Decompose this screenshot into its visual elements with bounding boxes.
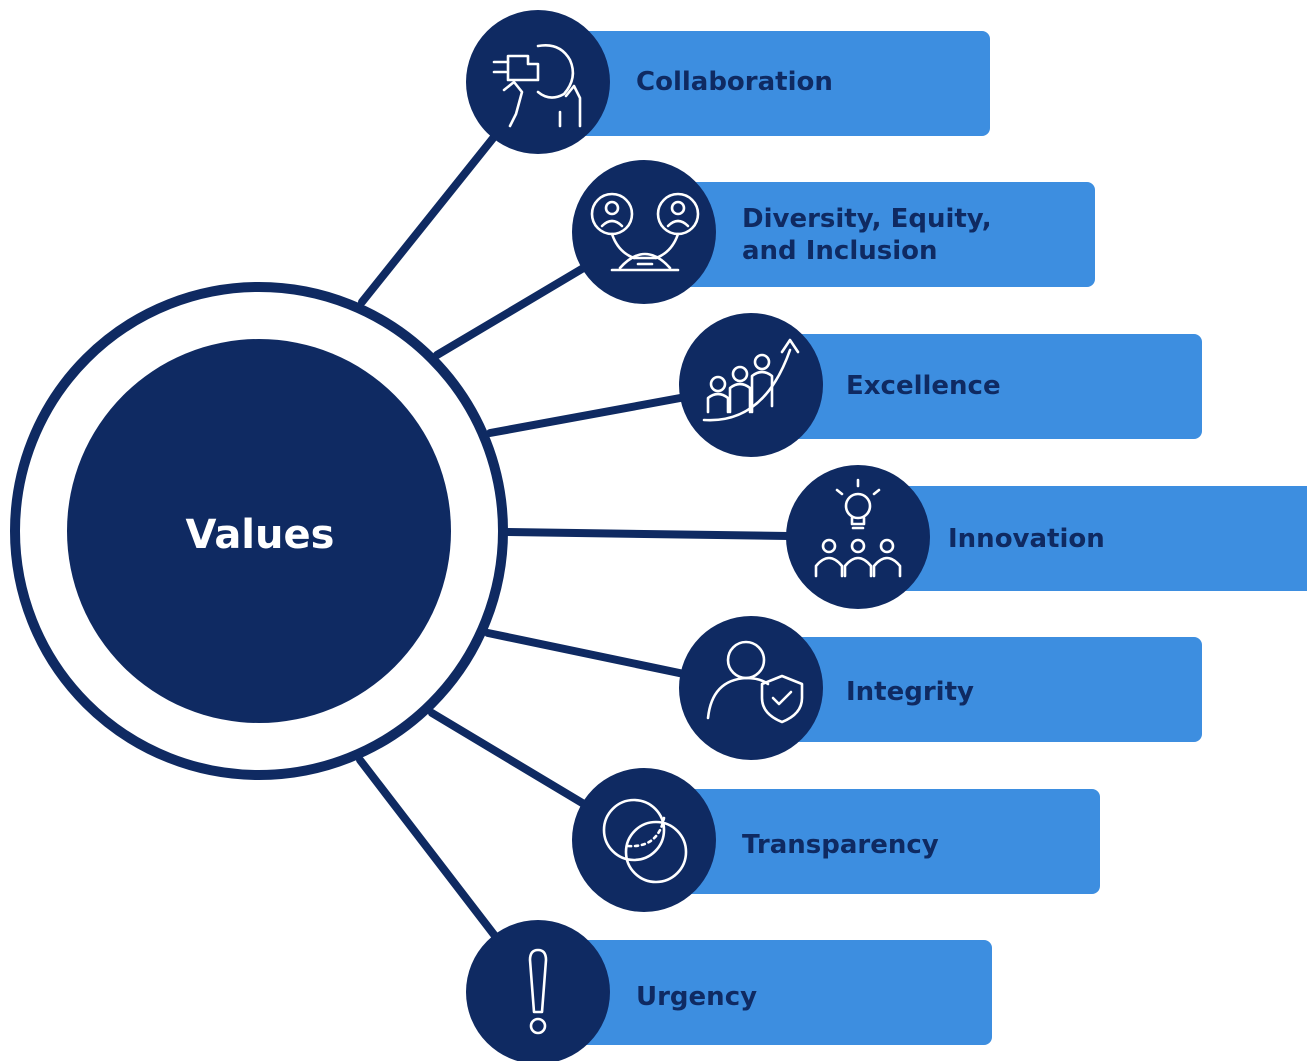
- node-diversity: [572, 160, 716, 304]
- urgency-icon: [528, 948, 548, 1035]
- value-label-excellence: Excellence: [846, 371, 1001, 401]
- node-innovation: [786, 465, 930, 609]
- node-collaboration: [466, 10, 610, 154]
- bar-collaboration: [560, 31, 990, 136]
- bar-innovation: [879, 486, 1307, 591]
- bar-excellence: [772, 334, 1202, 439]
- node-integrity: [679, 616, 823, 760]
- value-label-collaboration: Collaboration: [636, 67, 833, 97]
- integrity-icon: [706, 640, 804, 724]
- value-label-innovation: Innovation: [948, 524, 1105, 554]
- value-label-transparency: Transparency: [742, 830, 939, 860]
- transparency-icon: [602, 798, 688, 884]
- node-transparency: [572, 768, 716, 912]
- diversity-equity-inclusion-icon: [590, 192, 700, 272]
- bar-urgency: [560, 940, 992, 1045]
- hub-disc: [67, 339, 451, 723]
- collaboration-icon: [492, 44, 582, 128]
- label-bars: [560, 31, 1307, 1045]
- connectors: [356, 78, 862, 996]
- innovation-icon: [814, 478, 902, 578]
- hub-title: Values: [185, 512, 335, 558]
- icon-discs: [466, 10, 930, 1061]
- excellence-icon: [702, 338, 800, 422]
- bar-diversity: [665, 182, 1095, 287]
- bar-integrity: [772, 637, 1202, 742]
- node-urgency: [466, 920, 610, 1061]
- bar-transparency: [665, 789, 1100, 894]
- value-label-integrity: Integrity: [846, 677, 974, 707]
- value-label-diversity: Diversity, Equity, and Inclusion: [742, 204, 992, 266]
- value-label-urgency: Urgency: [636, 982, 758, 1012]
